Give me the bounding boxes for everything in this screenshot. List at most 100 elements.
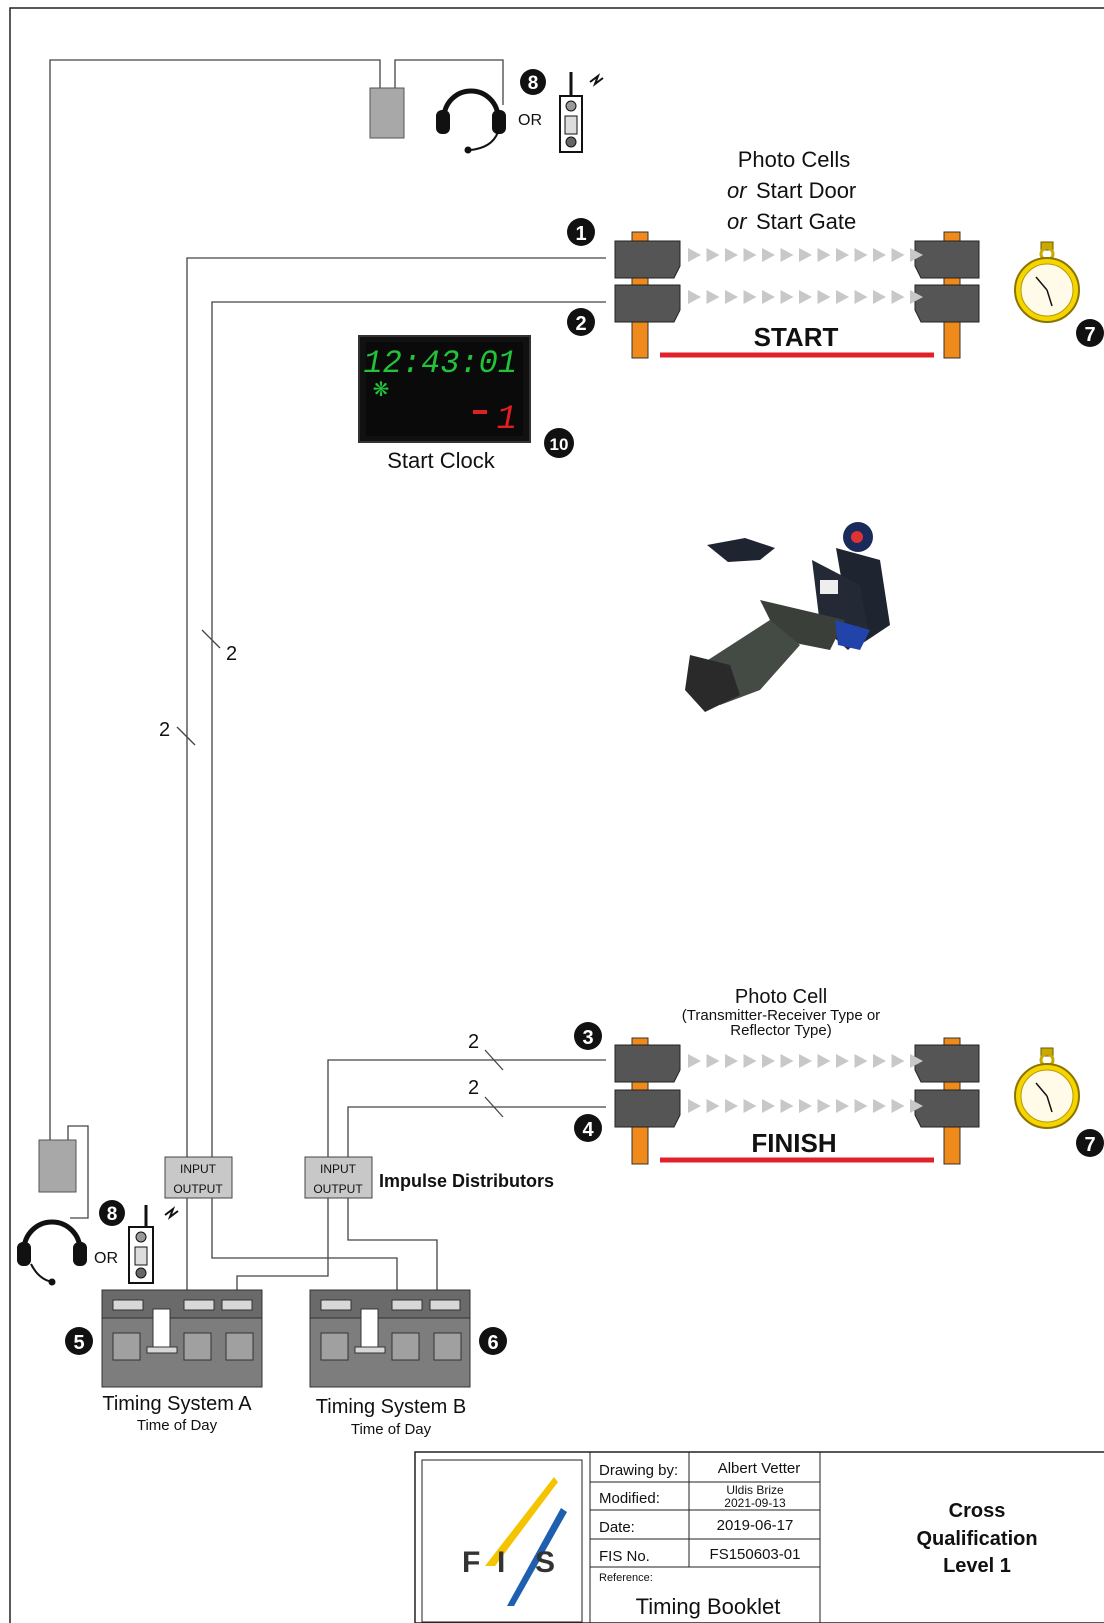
reflector-2 <box>914 284 980 323</box>
beam-arrow <box>873 290 886 304</box>
beam-arrow <box>817 248 831 262</box>
beam-arrow <box>891 1054 905 1068</box>
marker-1-label: 1 <box>575 223 586 245</box>
drawing-title-line3: Level 1 <box>943 1555 1011 1577</box>
timing-system-a-label: Timing System A <box>102 1393 252 1415</box>
drawing-title-line1: Cross <box>949 1500 1006 1522</box>
beam-arrow <box>836 290 849 304</box>
start-gate-label: Start Gate <box>756 209 856 234</box>
date-label: Date: <box>599 1519 635 1536</box>
wire-count-slash <box>176 726 196 746</box>
beam-arrow <box>854 1054 868 1068</box>
dist-a-input: INPUT <box>180 1162 217 1176</box>
beam-arrow <box>780 248 794 262</box>
beam-arrow <box>836 1054 849 1068</box>
beam-arrow <box>854 1099 868 1113</box>
wire-dist-b-timer-a <box>236 1198 329 1290</box>
or-label: OR <box>94 1250 118 1267</box>
beam-4 <box>688 1099 923 1113</box>
beam-arrow <box>873 248 886 262</box>
beam-arrow <box>762 1099 775 1113</box>
finish-label: FINISH <box>751 1128 836 1158</box>
beam-arrow <box>891 1099 905 1113</box>
marker-7 <box>1076 1129 1104 1157</box>
clock-time: 12:43:01 <box>363 345 517 382</box>
timing-system-a-device <box>101 1289 263 1388</box>
reference-value: Timing Booklet <box>636 1594 781 1619</box>
impulse-distributor-b: INPUT OUTPUT <box>304 1156 373 1199</box>
stopwatch-icon <box>1014 1047 1080 1129</box>
photo-cell-finish-sub1: (Transmitter-Receiver Type or <box>682 1007 880 1024</box>
marker-8-label: 8 <box>107 1204 118 1225</box>
drawing-by-label: Drawing by: <box>599 1462 678 1479</box>
radio-wire-top <box>394 59 504 105</box>
start-photo-cells <box>614 231 980 359</box>
marker-7-label: 7 <box>1084 1134 1095 1156</box>
marker-10-label: 10 <box>550 435 569 454</box>
fis-no-label: FIS No. <box>599 1548 650 1565</box>
beam-arrow <box>817 1099 831 1113</box>
radio-box-bottom <box>38 1139 77 1193</box>
reference-label: Reference: <box>599 1572 653 1584</box>
marker-3 <box>574 1022 602 1050</box>
beam-arrow <box>910 1054 923 1068</box>
beam-arrow <box>688 1099 701 1113</box>
marker-7-label: 7 <box>1084 324 1095 346</box>
timing-system-b-label: Timing System B <box>316 1396 466 1418</box>
photo-cell-2 <box>614 284 681 323</box>
snowboarder-image <box>685 522 890 712</box>
wire-dist-b-timer-b <box>347 1198 438 1290</box>
marker-6 <box>479 1327 507 1355</box>
wire-dist-a-timer-b <box>211 1198 398 1290</box>
radio-wire-left <box>49 59 381 1140</box>
reflector-3 <box>914 1044 980 1083</box>
beam-arrow <box>725 248 738 262</box>
clock-indicator-icon: ❋ <box>373 377 390 401</box>
beam-arrow <box>743 1054 757 1068</box>
or-em-1: or <box>727 178 748 203</box>
radio-wire-bottom <box>67 1125 89 1219</box>
beam-arrow <box>799 248 812 262</box>
beam-arrow <box>743 1099 757 1113</box>
radio-box-top <box>369 87 405 139</box>
marker-7 <box>1076 319 1104 347</box>
beam-arrow <box>688 1054 701 1068</box>
wire-count-slash <box>484 1096 504 1118</box>
marker-8 <box>99 1200 125 1226</box>
marker-8-label: 8 <box>528 73 539 94</box>
beam-arrow <box>910 248 923 262</box>
marker-5-label: 5 <box>73 1332 84 1354</box>
modified-name: Uldis Brize <box>726 1483 784 1497</box>
marker-6-label: 6 <box>487 1332 498 1354</box>
marker-8 <box>520 69 546 95</box>
beam-arrow <box>854 290 868 304</box>
beam-arrow <box>762 248 775 262</box>
wire-count-slash <box>201 629 221 649</box>
marker-1 <box>567 218 595 246</box>
wire-cell-3 <box>327 1059 606 1157</box>
beam-arrow <box>891 248 905 262</box>
dist-b-output: OUTPUT <box>313 1182 363 1196</box>
start-label: START <box>754 322 839 352</box>
beam-2 <box>688 290 923 304</box>
wire-count-label: 2 <box>159 719 170 741</box>
beam-arrow <box>854 248 868 262</box>
wires <box>49 59 606 1290</box>
beam-arrow <box>873 1054 886 1068</box>
beam-arrow <box>706 1099 720 1113</box>
wire-count-slash <box>484 1049 504 1071</box>
beam-arrow <box>780 1099 794 1113</box>
beam-arrow <box>817 290 831 304</box>
marker-3-label: 3 <box>582 1027 593 1049</box>
start-door-label: Start Door <box>756 178 856 203</box>
beam-arrow <box>706 290 720 304</box>
beam-arrow <box>836 248 849 262</box>
beam-1 <box>688 248 923 262</box>
beam-arrow <box>743 290 757 304</box>
beam-arrow <box>706 1054 720 1068</box>
marker-4 <box>574 1114 602 1142</box>
beam-arrow <box>836 1099 849 1113</box>
marker-2 <box>567 308 595 336</box>
dist-a-output: OUTPUT <box>173 1182 223 1196</box>
